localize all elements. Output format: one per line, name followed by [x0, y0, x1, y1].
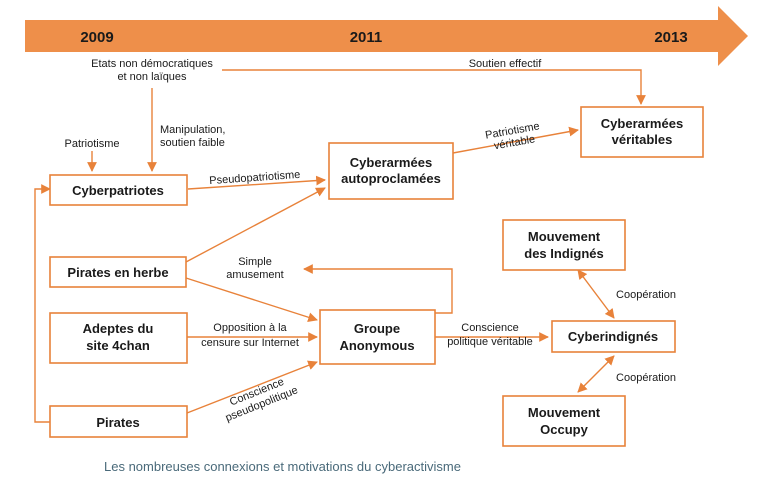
timeline-arrow: [25, 6, 748, 66]
label-pirates: Pirates: [96, 415, 139, 430]
box-cyberarmees-veritables: [580, 106, 704, 158]
label-patriotisme: Patriotisme: [64, 138, 119, 150]
label-pirates-herbe: Pirates en herbe: [67, 265, 168, 280]
edge-herbe-anonymous: [185, 277, 318, 322]
box-pirates: [49, 405, 188, 438]
box-pirates-herbe: [49, 256, 187, 288]
box-cyberarmees-auto: [328, 142, 454, 200]
box-mouvement-occupy: [502, 395, 626, 447]
box-adeptes-4chan: [49, 312, 188, 364]
year-2013: 2013: [654, 29, 687, 46]
edge-herbe-auto: [185, 187, 326, 263]
year-2011: 2011: [350, 29, 383, 46]
edge-simple-amusement: [303, 264, 453, 314]
label-cyberpatriotes: Cyberpatriotes: [72, 183, 164, 198]
edge-label-cooperation-1: Coopération: [616, 289, 676, 301]
edge-label-cooperation-2: Coopération: [616, 372, 676, 384]
label-manipulation: Manipulation,soutien faible: [160, 124, 225, 149]
edge-pirates-cyberpatriotes: [34, 184, 51, 423]
edge-pseudopatriotisme: [187, 175, 326, 190]
figure-caption: Les nombreuses connexions et motivations…: [104, 459, 461, 474]
edge-label-conscience-pseudo: Consciencepseudopolitique: [219, 372, 300, 424]
edge-soutien-effectif: [222, 69, 646, 105]
edge-label-patriotisme-veritable: Patriotismevéritable: [484, 120, 542, 153]
edge-cooperation-1: [577, 269, 615, 319]
edge-patriotisme-veritable: [452, 126, 579, 154]
box-groupe-anonymous: [319, 309, 436, 365]
box-cyberindignes: [551, 320, 676, 353]
year-2009: 2009: [80, 29, 113, 46]
edge-cooperation-2: [577, 355, 615, 393]
edge-label-soutien-effectif: Soutien effectif: [469, 58, 543, 70]
edge-pirates-anonymous: [186, 360, 318, 414]
label-cyberindignes: Cyberindignés: [568, 329, 658, 344]
box-cyberpatriotes: [49, 174, 188, 206]
box-mouvement-indignes: [502, 219, 626, 271]
